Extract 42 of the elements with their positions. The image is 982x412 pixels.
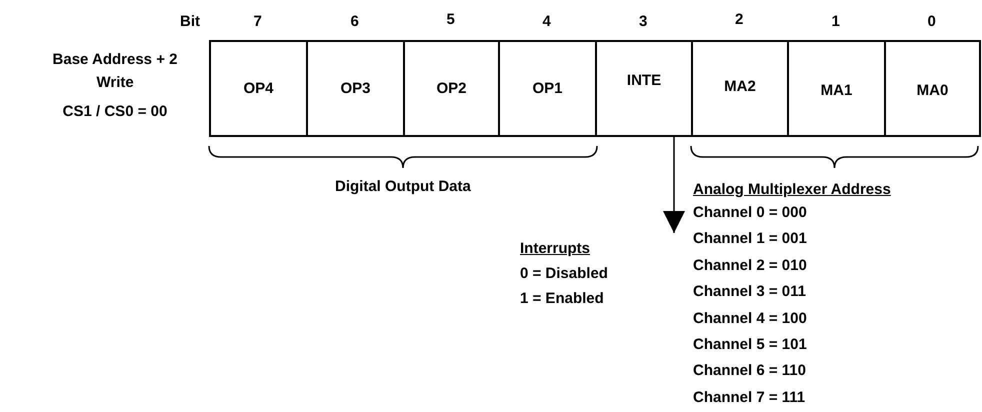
group-label: Analog Multiplexer Address	[693, 181, 891, 199]
bit-number: 4	[542, 13, 551, 31]
bit-field-cell	[787, 40, 886, 137]
bit-number: 2	[735, 11, 744, 29]
note-text: 1 = Enabled	[520, 289, 605, 309]
bit-field-cell	[209, 40, 308, 137]
bit-number: 7	[254, 13, 262, 31]
axis-title: Bit	[180, 13, 200, 31]
bit-field-cell	[595, 40, 693, 137]
field-name: MA0	[916, 82, 948, 99]
bit-number: 3	[639, 13, 648, 31]
note-heading: Interrupts	[520, 239, 592, 259]
field-name: OP2	[436, 80, 466, 97]
bit-number: 5	[446, 11, 455, 29]
arrow	[663, 137, 685, 233]
bit-field-cell	[884, 40, 981, 137]
field-name: OP4	[243, 80, 274, 97]
group-label: Digital Output Data	[335, 178, 471, 196]
channel-code: Channel 5 = 101	[693, 336, 807, 354]
bit-number: 1	[832, 13, 840, 31]
bit-number: 0	[928, 13, 936, 31]
channel-code: Channel 6 = 110	[693, 362, 806, 380]
channel-code: Channel 2 = 010	[693, 256, 807, 275]
channel-code: Channel 0 = 000	[693, 204, 807, 222]
field-name: MA2	[724, 78, 756, 95]
field-name: OP3	[340, 80, 370, 97]
channel-code: Channel 1 = 001	[693, 230, 807, 248]
register-label: CS1 / CS0 = 00	[62, 103, 168, 121]
register-label: Write	[96, 74, 134, 92]
note-text: 0 = Disabled	[520, 264, 609, 284]
field-name: INTE	[626, 72, 662, 89]
bit-field-cell	[403, 40, 500, 137]
bit-field-cell	[691, 40, 789, 137]
channel-code: Channel 4 = 100	[693, 310, 807, 328]
bit-field-cell	[498, 40, 597, 137]
field-name: MA1	[820, 82, 852, 99]
field-name: OP1	[532, 80, 562, 97]
channel-code: Channel 3 = 011	[693, 283, 806, 302]
bit-number: 6	[350, 13, 359, 31]
bit-field-cell	[306, 40, 405, 137]
channel-code: Channel 7 = 111	[693, 388, 806, 407]
register-label: Base Address + 2	[52, 51, 178, 69]
